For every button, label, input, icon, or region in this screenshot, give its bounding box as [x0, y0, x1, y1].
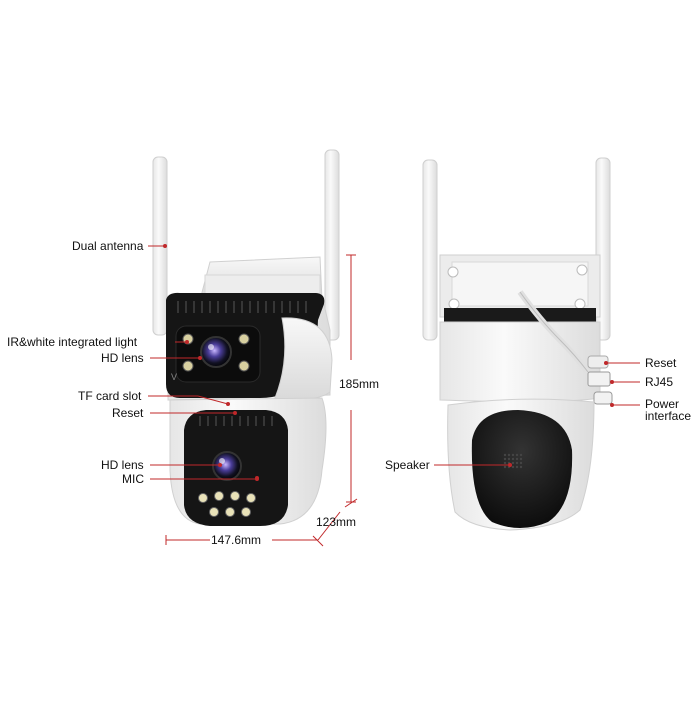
label-hd-lens-top: HD lens: [101, 351, 144, 365]
reset-button-back: [587, 355, 609, 369]
dimension-width: 147.6mm: [211, 533, 262, 547]
right-antenna: [324, 149, 340, 341]
label-tf-card-slot: TF card slot: [78, 389, 142, 403]
label-mic: MIC: [122, 472, 144, 486]
brand-mark: V: [171, 372, 177, 382]
speaker-dome: [471, 410, 573, 528]
dimension-height: 185mm: [339, 377, 380, 391]
front-camera: V: [152, 149, 340, 526]
back-camera: [422, 157, 613, 531]
lower-lens: [212, 451, 242, 481]
lower-leds: [198, 491, 256, 517]
ir-white-lights: [182, 333, 250, 372]
back-left-antenna: [422, 159, 438, 341]
label-speaker: Speaker: [385, 458, 430, 472]
label-reset-back: Reset: [645, 356, 677, 370]
power-connector: [593, 391, 613, 405]
label-hd-lens-bottom: HD lens: [101, 458, 144, 472]
upper-lens: [200, 336, 232, 368]
callout-lines: [148, 244, 640, 481]
label-ir-white-light: IR&white integrated light: [7, 335, 138, 349]
dimension-lines: [165, 254, 358, 547]
label-rj45: RJ45: [645, 375, 674, 389]
dimension-depth: 123mm: [316, 515, 357, 529]
label-power-interface: Power interface: [645, 397, 692, 423]
label-reset-front: Reset: [112, 406, 144, 420]
speaker-grill: [503, 453, 523, 469]
rj45-connector: [587, 371, 611, 387]
label-dual-antenna: Dual antenna: [72, 239, 144, 253]
